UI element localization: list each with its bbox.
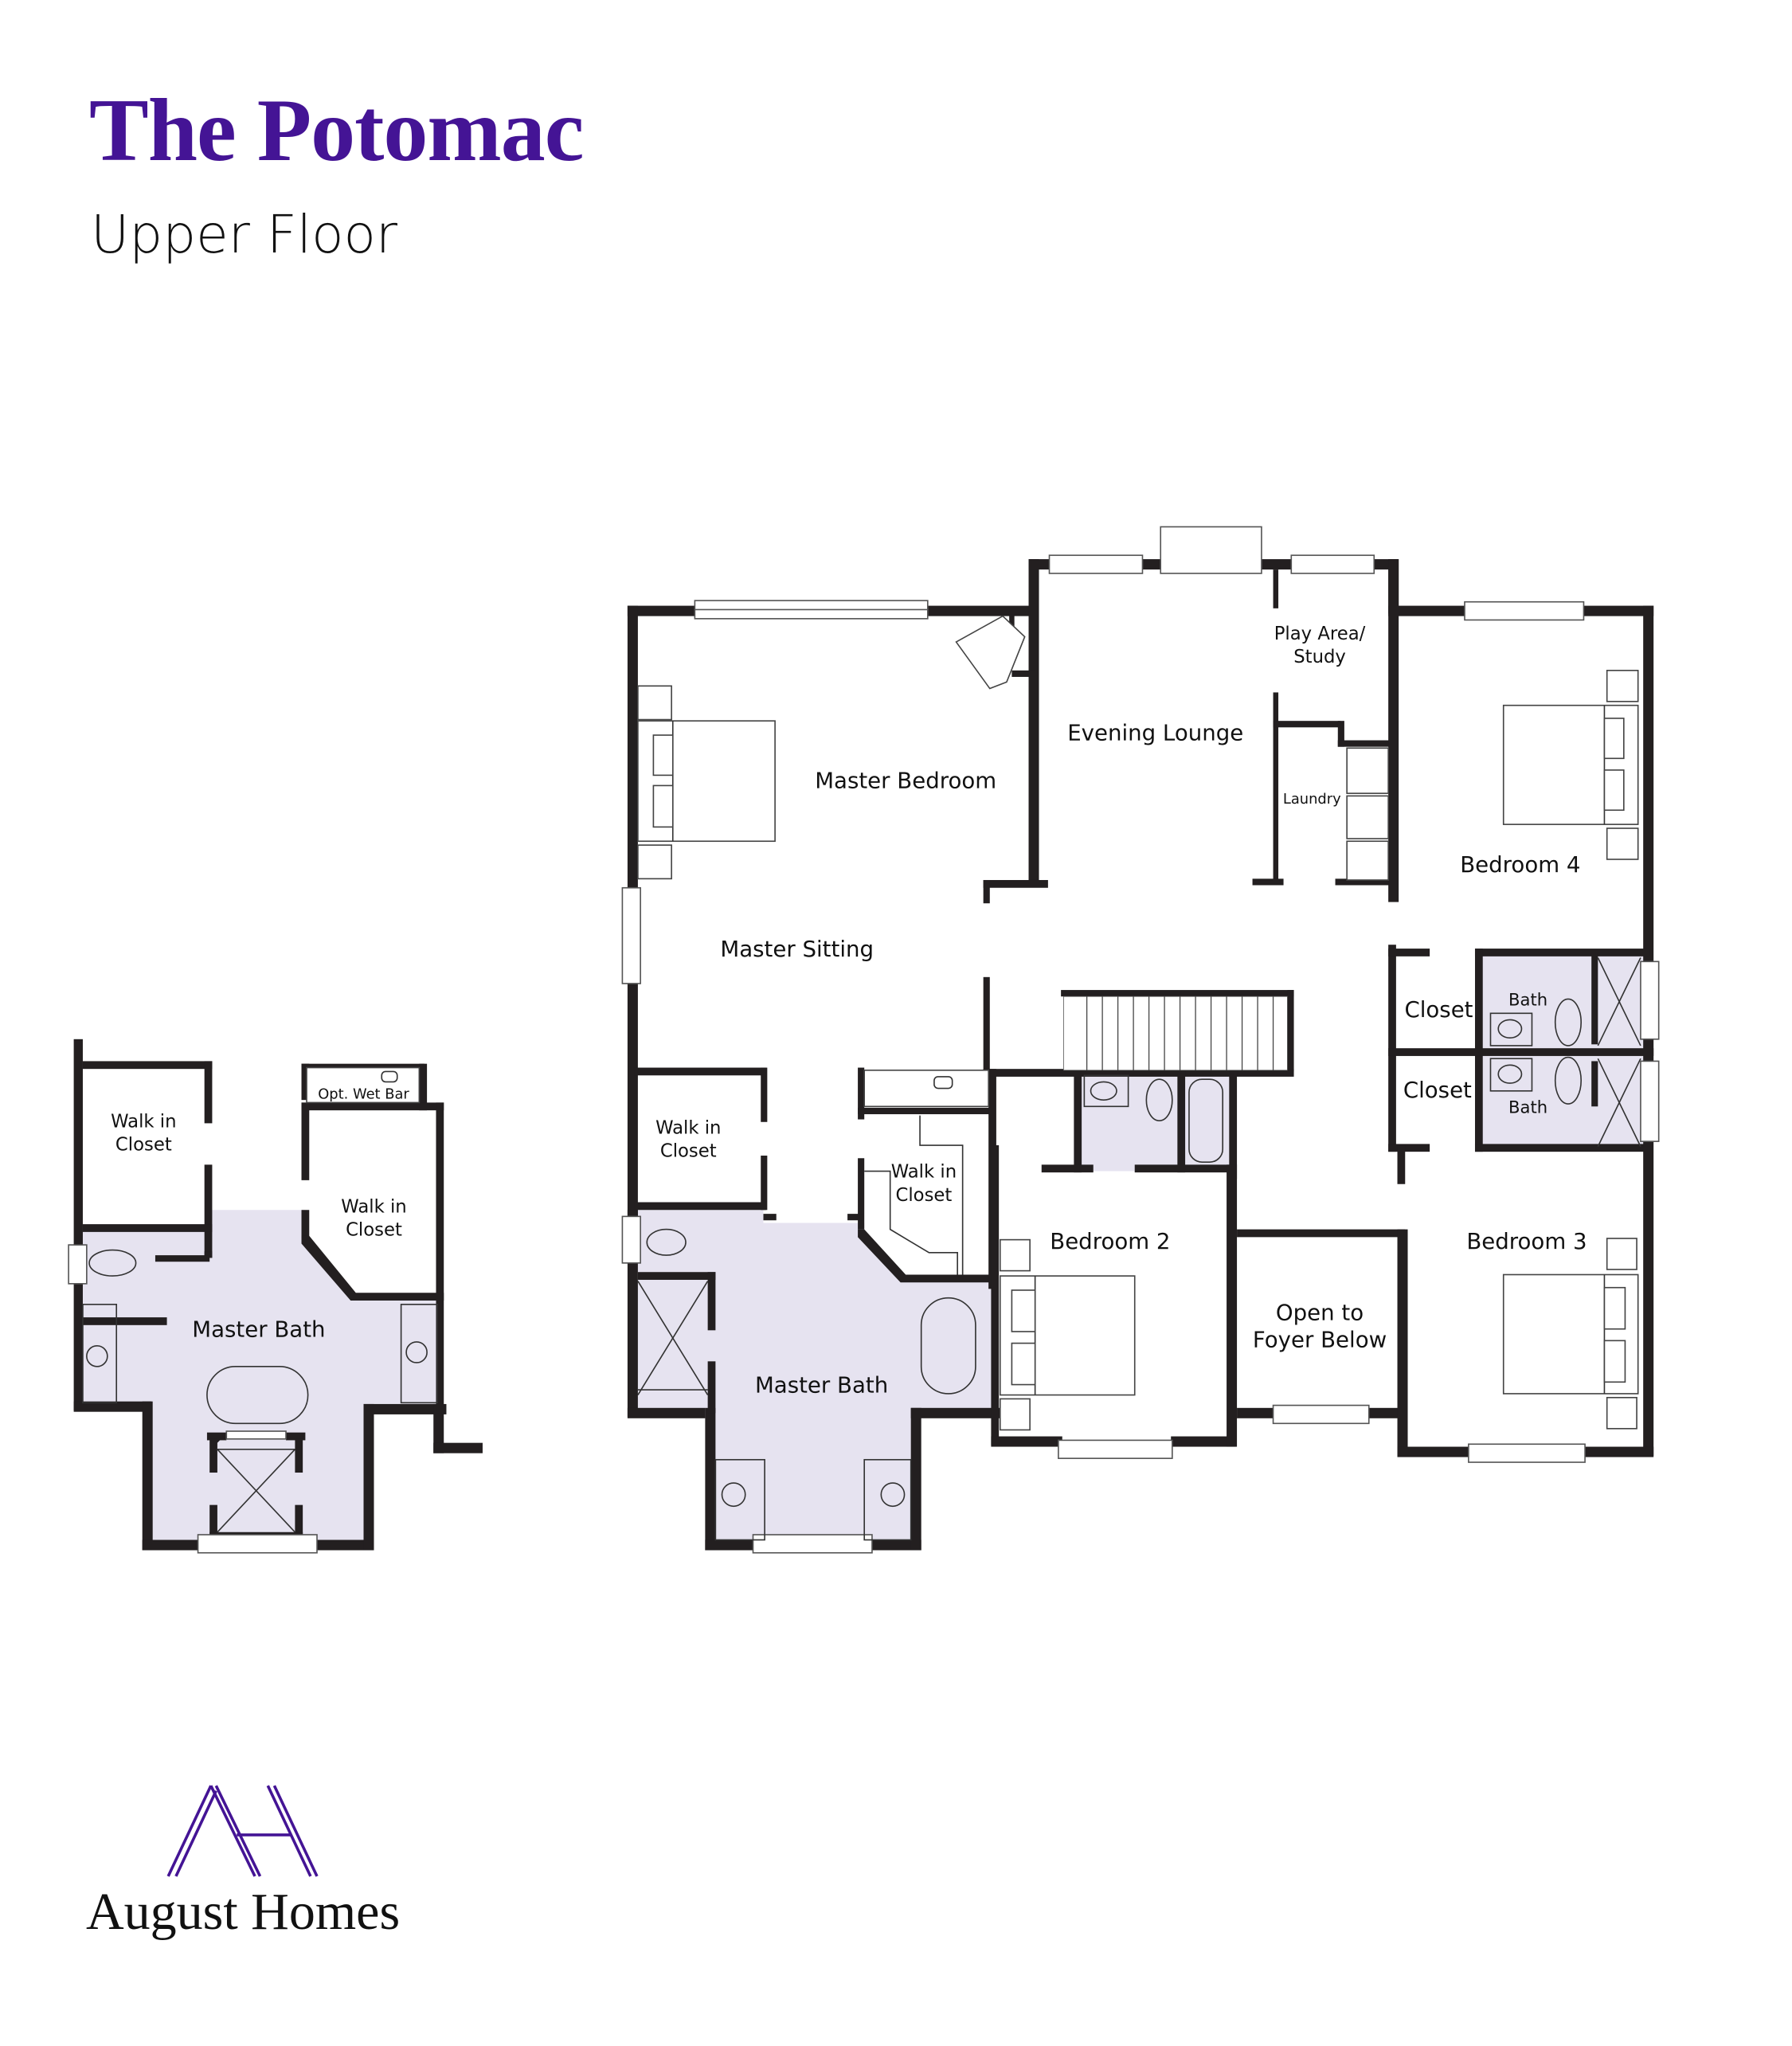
room-label-walk-in-closet: Walk in: [111, 1111, 176, 1132]
room-label-walk-in-closet: Closet: [895, 1185, 952, 1206]
bed-icon: [999, 1238, 1136, 1431]
room-label-master-bedroom: Master Bedroom: [815, 768, 996, 794]
room-label-walk-in-closet: Closet: [115, 1135, 172, 1156]
floor-subtitle: Upper Floor: [91, 204, 398, 265]
optional-master-suite-plan: Walk in Closet Opt. Wet Bar Walk in Clos…: [68, 1039, 483, 1554]
room-label-walk-in-closet: Walk in: [341, 1196, 406, 1217]
bed-icon: [1502, 1238, 1639, 1430]
ah-monogram-icon: [166, 1785, 319, 1877]
room-labels: Walk in Closet Opt. Wet Bar Walk in Clos…: [111, 1086, 409, 1343]
room-label-play-area: Play Area/: [1274, 624, 1366, 644]
room-label-opt-wet-bar: Opt. Wet Bar: [318, 1086, 409, 1103]
room-label-bedroom-2: Bedroom 2: [1050, 1228, 1170, 1254]
furniture: [637, 615, 1641, 1541]
walls: [73, 1039, 483, 1551]
room-label-bath: Bath: [1508, 1097, 1547, 1117]
furniture: [82, 1066, 438, 1533]
room-label-walk-in-closet: Walk in: [891, 1162, 957, 1183]
fireplace-icon: [955, 615, 1026, 690]
room-label-master-bath: Master Bath: [755, 1371, 888, 1398]
room-label-walk-in-closet: Walk in: [655, 1117, 721, 1138]
room-label-study: Study: [1293, 647, 1346, 667]
room-labels: Master Bedroom Evening Lounge Play Area/…: [655, 624, 1587, 1398]
room-label-bedroom-4: Bedroom 4: [1460, 851, 1580, 878]
staircase: [1062, 996, 1288, 1071]
plan-title: The Potomac: [89, 81, 584, 180]
room-label-master-sitting: Master Sitting: [720, 936, 874, 962]
main-floor-plan: Master Bedroom Evening Lounge Play Area/…: [621, 526, 1660, 1554]
room-label-bedroom-3: Bedroom 3: [1466, 1228, 1587, 1254]
room-label-laundry: Laundry: [1283, 791, 1341, 808]
bed-icon: [637, 685, 776, 880]
room-label-bath: Bath: [1508, 990, 1547, 1010]
room-label-walk-in-closet: Closet: [346, 1220, 402, 1241]
room-label-walk-in-closet: Closet: [660, 1141, 717, 1162]
room-label-open-to-foyer: Open to: [1276, 1299, 1364, 1325]
room-label-master-bath: Master Bath: [192, 1316, 325, 1342]
bed-icon: [1502, 669, 1639, 860]
bath-fills: [637, 953, 1646, 1547]
windows: [621, 526, 1660, 1554]
room-label-closet: Closet: [1404, 996, 1473, 1023]
brand-name: August Homes: [86, 1883, 401, 1941]
room-label-evening-lounge: Evening Lounge: [1067, 720, 1243, 746]
room-label-foyer-below: Foyer Below: [1253, 1326, 1387, 1352]
walls: [627, 559, 1654, 1551]
room-label-closet: Closet: [1403, 1077, 1472, 1103]
windows: [68, 1244, 318, 1554]
